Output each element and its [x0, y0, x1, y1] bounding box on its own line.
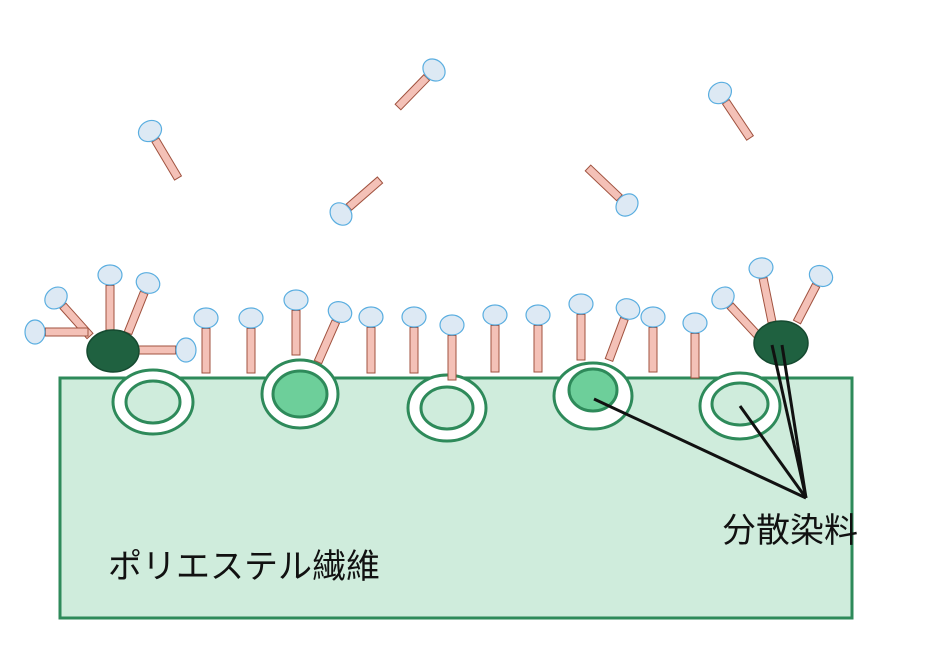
surfactant-tail — [313, 319, 341, 365]
surfactant-molecules — [24, 58, 834, 381]
dye-leader-lines — [593, 344, 808, 500]
surfactant-head — [135, 272, 161, 294]
surfactant-head — [439, 314, 465, 336]
dye-aggregate-left — [86, 329, 140, 373]
surfactant-head — [422, 58, 446, 82]
dye-particle-pale — [124, 379, 182, 425]
dye-label: 分散染料 — [722, 511, 858, 551]
surfactant-tail — [137, 345, 176, 355]
surfactant-molecule — [137, 119, 183, 181]
dye-particle-absorbed — [271, 369, 329, 419]
surfactant-molecule — [123, 272, 161, 336]
surfactant-head — [283, 289, 309, 311]
surfactant-molecule — [439, 314, 465, 381]
leader-line — [780, 344, 808, 499]
surfactant-head — [358, 306, 384, 328]
surfactant-molecule — [682, 312, 708, 379]
surfactant-head — [482, 304, 508, 326]
surfactant-head — [238, 307, 264, 329]
leader-line — [593, 397, 807, 500]
dye-aggregate-right — [753, 320, 809, 366]
surfactant-head — [615, 193, 639, 217]
surfactant-tail — [648, 327, 658, 373]
surfactant-tail — [533, 325, 543, 373]
surfactant-tail — [394, 74, 431, 111]
dye-particle-absorbed — [567, 367, 619, 413]
surfactant-tail — [345, 176, 384, 211]
surfactant-molecule — [329, 176, 384, 226]
surfactant-tail — [105, 285, 115, 331]
surfactant-head — [193, 307, 219, 329]
surfactant-molecule — [640, 306, 666, 373]
surfactant-tail — [584, 164, 623, 202]
surfactant-head — [682, 312, 708, 334]
surfactant-tail — [246, 328, 256, 374]
surfactant-head — [568, 293, 594, 315]
surfactant-molecule — [313, 301, 353, 365]
surfactant-molecule — [24, 319, 89, 345]
surfactant-tail — [291, 310, 301, 356]
surfactant-molecule — [394, 58, 446, 111]
surfactant-head — [707, 81, 733, 105]
dye-particle-pale — [710, 381, 770, 427]
surfactant-head — [175, 337, 197, 363]
surfactant-molecule — [604, 298, 641, 363]
surfactant-tail — [366, 327, 376, 374]
surfactant-molecule — [401, 306, 427, 374]
surfactant-tail — [721, 98, 755, 141]
dye-particle-pale — [419, 385, 475, 431]
surfactant-molecule — [748, 257, 777, 324]
surfactant-head — [97, 264, 123, 286]
fiber-label: ポリエステル繊維 — [108, 547, 380, 587]
surfactant-molecule — [358, 306, 384, 374]
surfactant-head — [615, 298, 641, 320]
surfactant-head — [24, 319, 46, 345]
surfactant-head — [808, 264, 834, 288]
surfactant-tail — [151, 137, 183, 181]
surfactant-tail — [576, 314, 586, 361]
leader-line — [738, 405, 808, 499]
surfactant-head — [44, 286, 68, 310]
surfactant-molecule — [568, 293, 594, 361]
surfactant-molecule — [707, 81, 755, 141]
surfactant-head — [525, 304, 551, 326]
surfactant-head — [640, 306, 666, 328]
surfactant-molecule — [193, 307, 219, 374]
surfactant-molecule — [525, 304, 551, 373]
surfactant-tail — [792, 282, 821, 325]
leader-line — [770, 344, 808, 499]
surfactant-molecule — [584, 164, 639, 217]
fiber-pores — [111, 358, 782, 443]
surfactant-head — [748, 257, 774, 279]
surfactant-tail — [201, 328, 211, 374]
surfactant-head — [711, 286, 735, 310]
surfactant-molecule — [792, 264, 834, 325]
surfactant-molecule — [283, 289, 309, 356]
surfactant-tail — [604, 316, 629, 363]
surfactant-tail — [690, 333, 700, 379]
surfactant-head — [401, 306, 427, 328]
surfactant-tail — [447, 335, 457, 381]
surfactant-tail — [123, 290, 149, 336]
surfactant-molecule — [97, 264, 123, 331]
surfactant-tail — [490, 325, 500, 373]
surfactant-molecule — [137, 337, 197, 363]
surfactant-tail — [45, 327, 89, 337]
surfactant-molecule — [482, 304, 508, 373]
surfactant-head — [329, 202, 353, 226]
surfactant-head — [327, 301, 353, 323]
surfactant-molecule — [711, 286, 764, 342]
surfactant-tail — [758, 276, 777, 324]
surfactant-tail — [409, 327, 419, 374]
surfactant-molecule — [238, 307, 264, 374]
surfactant-head — [137, 119, 163, 143]
